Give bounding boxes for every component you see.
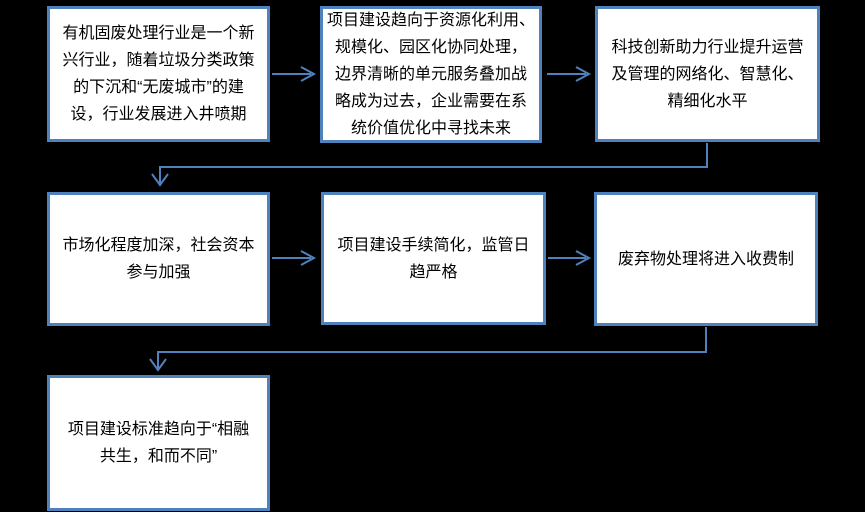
arrow-right-icon — [548, 250, 592, 266]
flow-node-text: 废弃物处理将进入收费制 — [617, 250, 794, 268]
flow-node-text: 项目建设标准趋向于“相融 共生，和而不同” — [67, 421, 250, 465]
arrow-right-icon — [272, 66, 317, 82]
flow-node-project-construction-trend: 项目建设趋向于资源化利用、 规模化、园区化协同处理， 边界清晰的单元服务叠加战 … — [320, 6, 542, 143]
arrow-right-icon — [547, 66, 592, 82]
flow-node-procedure-simplification: 项目建设手续简化，监管日 趋严格 — [321, 192, 546, 325]
flow-node-text: 项目建设手续简化，监管日 趋严格 — [337, 236, 530, 281]
flow-node-tech-innovation: 科技创新助力行业提升运营 及管理的网络化、智慧化、 精细化水平 — [595, 6, 820, 142]
flow-node-text: 市场化程度加深，社会资本 参与加强 — [62, 237, 255, 281]
flow-node-construction-standards: 项目建设标准趋向于“相融 共生，和而不同” — [47, 375, 270, 511]
flow-node-industry-growth: 有机固废处理行业是一个新 兴行业，随着垃圾分类政策 的下沉和“无废城市”的建 设… — [47, 6, 270, 142]
flow-node-fee-system: 废弃物处理将进入收费制 — [594, 192, 818, 326]
flow-node-marketization: 市场化程度加深，社会资本 参与加强 — [47, 192, 270, 326]
flow-node-text: 有机固废处理行业是一个新 兴行业，随着垃圾分类政策 的下沉和“无废城市”的建 设… — [62, 25, 255, 123]
flow-node-text: 项目建设趋向于资源化利用、 规模化、园区化协同处理， 边界清晰的单元服务叠加战 … — [327, 12, 536, 137]
arrow-right-icon — [272, 250, 317, 266]
elbow-connector-down-icon — [151, 143, 708, 187]
elbow-connector-down-icon — [149, 327, 707, 372]
flow-node-text: 科技创新助力行业提升运营 及管理的网络化、智慧化、 精细化水平 — [611, 38, 804, 110]
